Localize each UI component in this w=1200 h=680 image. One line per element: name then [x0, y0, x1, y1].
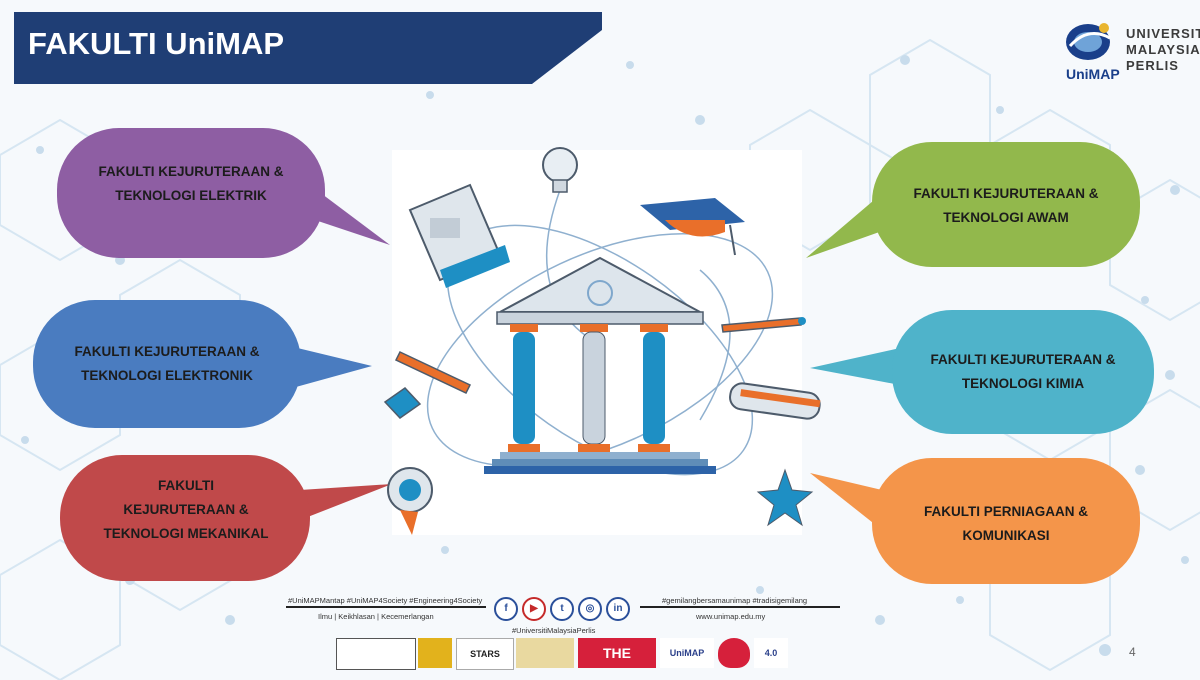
youtube-icon[interactable]: ▶ — [522, 597, 546, 621]
graduation-cap-icon — [640, 198, 745, 256]
pen-icon — [721, 317, 806, 333]
anniversary-badge: 4.0 — [754, 638, 788, 668]
building-icon — [484, 256, 716, 474]
logo-text-universiti: UNIVERSITI — [1126, 26, 1200, 41]
certification-badges — [336, 638, 416, 670]
bubble-shape-perniagaan — [810, 458, 1140, 584]
footer-social-handle: #UniversitiMalaysiaPerlis — [512, 626, 596, 635]
logo-text-perlis: PERLIS — [1126, 58, 1179, 73]
bubble-shape-kimia — [810, 310, 1154, 434]
star-icon — [756, 468, 814, 527]
diploma-roll-icon — [729, 382, 821, 420]
instagram-icon[interactable]: ◎ — [578, 597, 602, 621]
heritage-badge — [516, 638, 574, 668]
linkedin-icon[interactable]: in — [606, 597, 630, 621]
eraser-icon — [383, 387, 422, 419]
bubble-shape-awam — [806, 142, 1140, 267]
footer-hashtags-right: #gemilangbersamaunimap #tradisigemilang — [662, 596, 808, 605]
unimap-society-badge: UniMAP — [660, 638, 714, 668]
faculty-elektrik-label: FAKULTI KEJURUTERAAN & TEKNOLOGI ELEKTRI… — [98, 164, 284, 203]
footer-motto: Ilmu | Keikhlasan | Kecemerlangan — [318, 612, 434, 621]
certificate-scroll-icon — [408, 183, 510, 288]
footer-divider-left — [286, 606, 486, 608]
twitter-icon[interactable]: t — [550, 597, 574, 621]
heart-badge-icon — [718, 638, 750, 668]
bubble-shape-elektrik — [57, 128, 390, 258]
facebook-icon[interactable]: f — [494, 597, 518, 621]
unimap-logo: UNIVERSITI MALAYSIA PERLIS UniMAP — [1062, 16, 1200, 88]
footer-divider-right — [640, 606, 840, 608]
footer-website[interactable]: www.unimap.edu.my — [696, 612, 766, 621]
faculty-mekanikal-label: FAKULTI KEJURUTERAAN & TEKNOLOGI MEKANIK… — [103, 478, 269, 541]
pencil-icon — [394, 351, 472, 394]
slide-title: FAKULTI UniMAP — [28, 26, 285, 61]
page-number: 4 — [1129, 645, 1136, 659]
logo-text-malaysia: MALAYSIA — [1126, 42, 1200, 57]
the-ranking-badge: THE — [578, 638, 656, 668]
faculty-kimia-label: FAKULTI KEJURUTERAAN & TEKNOLOGI KIMIA — [930, 352, 1116, 391]
unimap-emblem-icon — [1066, 23, 1111, 60]
logo-brand: UniMAP — [1066, 66, 1120, 82]
bubble-shape-mekanikal — [60, 455, 392, 581]
lightbulb-icon — [542, 147, 578, 193]
university-building-illustration — [383, 147, 821, 535]
faculty-awam-label: FAKULTI KEJURUTERAAN & TEKNOLOGI AWAM — [913, 186, 1099, 225]
bubble-shape-elektronik — [33, 300, 372, 428]
footer-hashtags-left: #UniMAPMantap #UniMAP4Society #Engineeri… — [288, 596, 483, 605]
faculty-perniagaan-label: FAKULTI PERNIAGAAN & KOMUNIKASI — [924, 504, 1088, 543]
faculty-elektronik-label: FAKULTI KEJURUTERAAN & TEKNOLOGI ELEKTRO… — [74, 344, 260, 383]
title-banner — [14, 12, 602, 84]
stars-badge: STARS — [456, 638, 514, 670]
award-badge-icon — [387, 467, 433, 535]
ranking-badge — [418, 638, 452, 668]
